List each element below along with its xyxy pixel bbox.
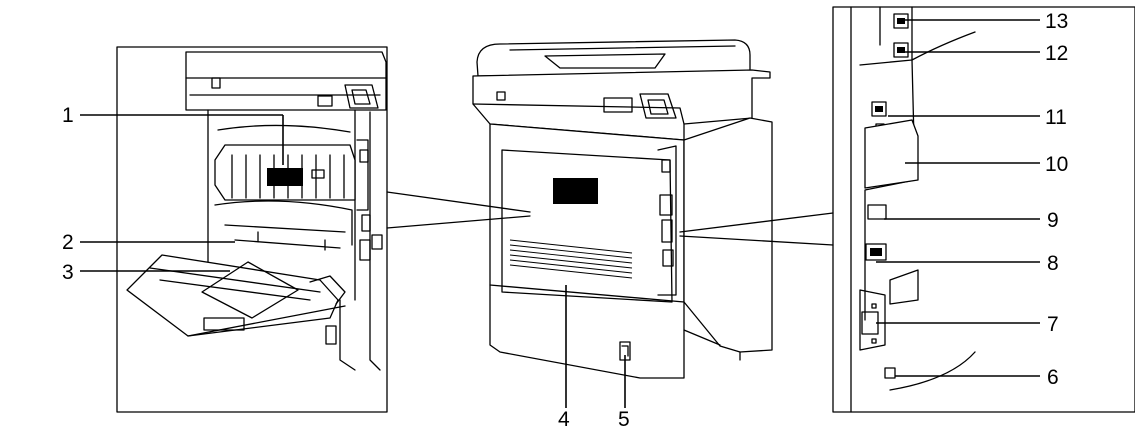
- callout-12: 12: [1045, 42, 1068, 65]
- callout-3: 3: [62, 261, 74, 284]
- detail-frame-right: [832, 6, 1135, 413]
- rear-cover-detail-panel: [116, 46, 388, 413]
- detail-connector-left: [386, 191, 531, 229]
- option-cover: [864, 119, 919, 189]
- callout-6: 6: [1047, 366, 1059, 389]
- printer-rear-view: [472, 39, 773, 379]
- ethernet-port-a: [867, 204, 887, 220]
- callout-10: 10: [1045, 153, 1068, 176]
- callout-7: 7: [1047, 313, 1059, 336]
- ethernet-port-b: [865, 243, 887, 261]
- callout-2: 2: [62, 231, 74, 254]
- interface-detail-panel: [832, 6, 1135, 413]
- callout-1: 1: [62, 104, 74, 127]
- callout-8: 8: [1047, 252, 1059, 275]
- tel-jack: [893, 13, 909, 29]
- callout-5: 5: [618, 408, 630, 431]
- callout-11: 11: [1045, 106, 1067, 129]
- detail-frame-left: [116, 46, 388, 413]
- leader-lines: [80, 19, 1040, 408]
- callout-13: 13: [1045, 10, 1068, 33]
- line-jack: [893, 42, 909, 58]
- callout-9: 9: [1047, 209, 1059, 232]
- detail-connector-right: [679, 212, 834, 246]
- lock-slot: [884, 367, 896, 379]
- usb-device-port: [871, 101, 887, 117]
- callout-labels: 1 2 3 4 5 6 7 8 9 10 11 12 13: [62, 10, 1068, 431]
- callout-4: 4: [558, 408, 570, 431]
- vent-grille: [509, 239, 633, 279]
